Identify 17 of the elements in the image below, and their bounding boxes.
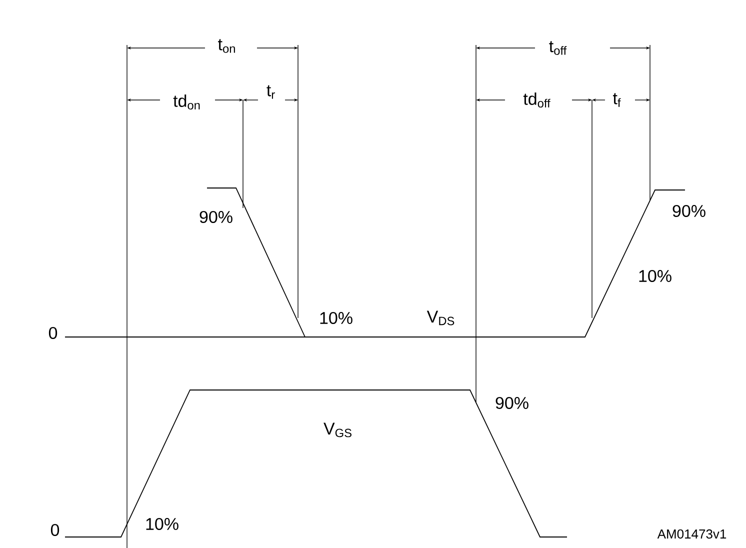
zero-label: 0 xyxy=(50,524,60,536)
time-label: t$_{on}$ xyxy=(218,39,235,53)
time-label: t$_{r}$ xyxy=(266,85,275,99)
time-label: td$_{off}$ xyxy=(523,92,550,108)
time-label: td$_{on}$ xyxy=(173,94,200,110)
percent-label: 90% xyxy=(496,396,528,410)
figure-id: AM01473v1 xyxy=(657,529,726,539)
percent-label: 10% xyxy=(146,518,178,530)
signal-label: V$_{DS}$ xyxy=(426,310,454,326)
signal-label: V$_{GS}$ xyxy=(324,422,352,438)
time-label: t$_{off}$ xyxy=(549,41,567,55)
zero-label: 0 xyxy=(48,326,58,340)
percent-label: 90% xyxy=(672,204,706,218)
percent-label: 90% xyxy=(200,210,232,224)
percent-label: 10% xyxy=(320,312,352,324)
time-label: t$_{f}$ xyxy=(613,93,621,107)
percent-label: 10% xyxy=(639,270,672,282)
